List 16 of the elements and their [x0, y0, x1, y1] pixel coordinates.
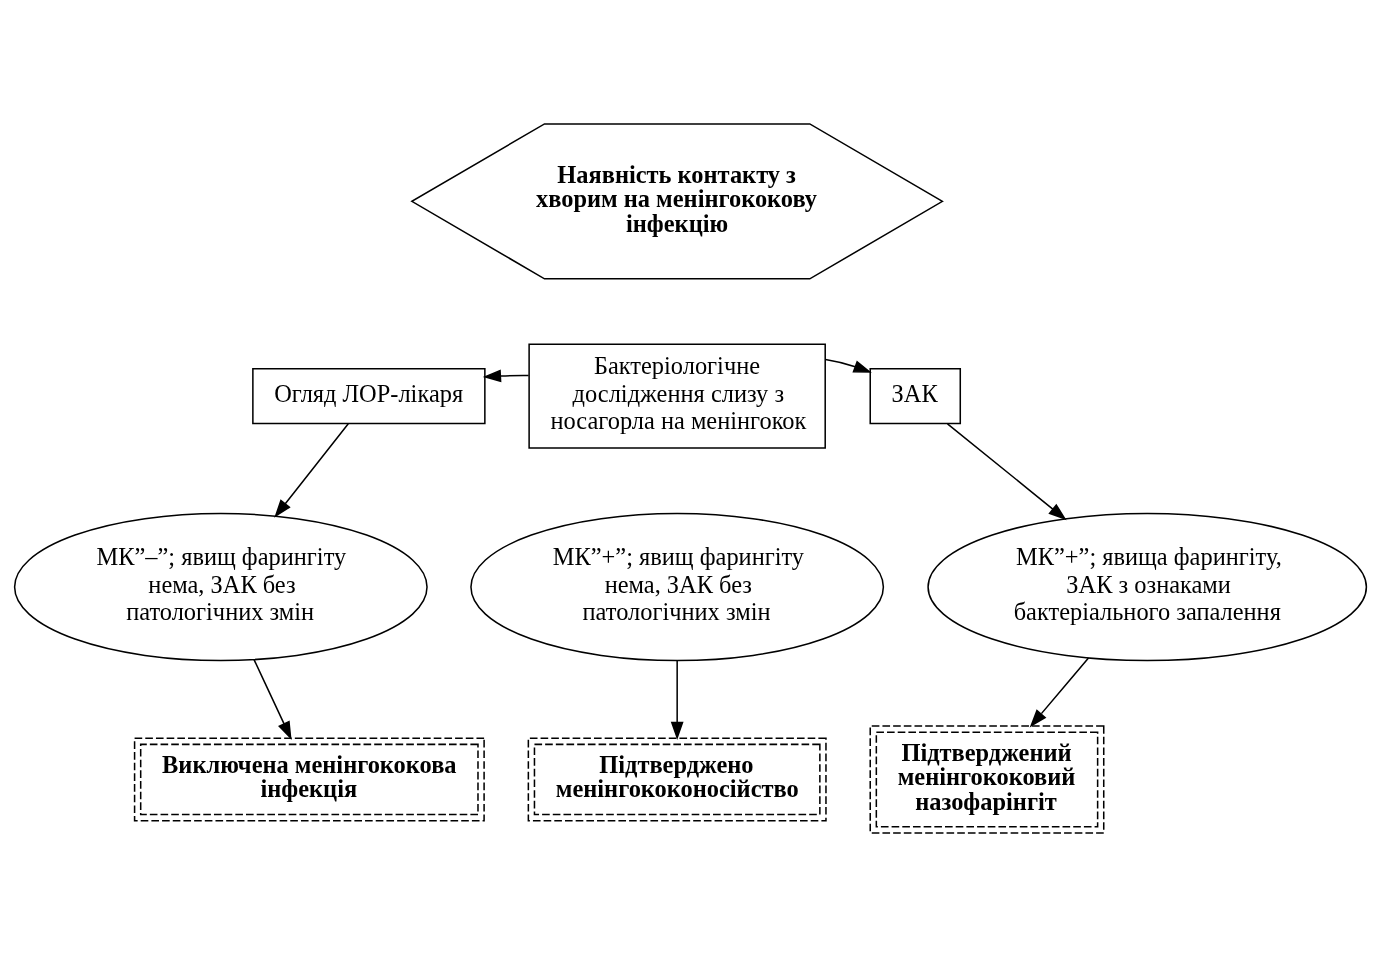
- node-box: ЗАК: [869, 367, 962, 425]
- arrow: [1029, 657, 1090, 728]
- arrow: [253, 658, 292, 740]
- arrow: [670, 659, 684, 741]
- node-ellipse: МК”+”; явищ фарингіту нема, ЗАК без патологічних змін: [470, 512, 885, 662]
- node-box: Бактеріологічне дослідження слизу з носагорла на менінгокок: [528, 343, 826, 449]
- arrow: [274, 423, 350, 518]
- arrow: [946, 423, 1067, 521]
- arrow: [482, 369, 530, 383]
- node-box: Підтверджений менінгококовий назофарінгіт: [869, 725, 1105, 834]
- node-box: Підтверджено менінгококоносійство: [527, 737, 827, 822]
- node-ellipse: МК”–”; явищ фарингіту нема, ЗАК без патологічних змін: [13, 512, 428, 662]
- node-box: Огляд ЛОР-лікаря: [252, 367, 486, 425]
- arrow: [824, 358, 872, 373]
- node-box: Виключена менінгококова інфекція: [133, 737, 485, 822]
- node-ellipse: МК”+”; явища фарингіту, ЗАК з ознаками бактеріального запалення: [927, 512, 1368, 662]
